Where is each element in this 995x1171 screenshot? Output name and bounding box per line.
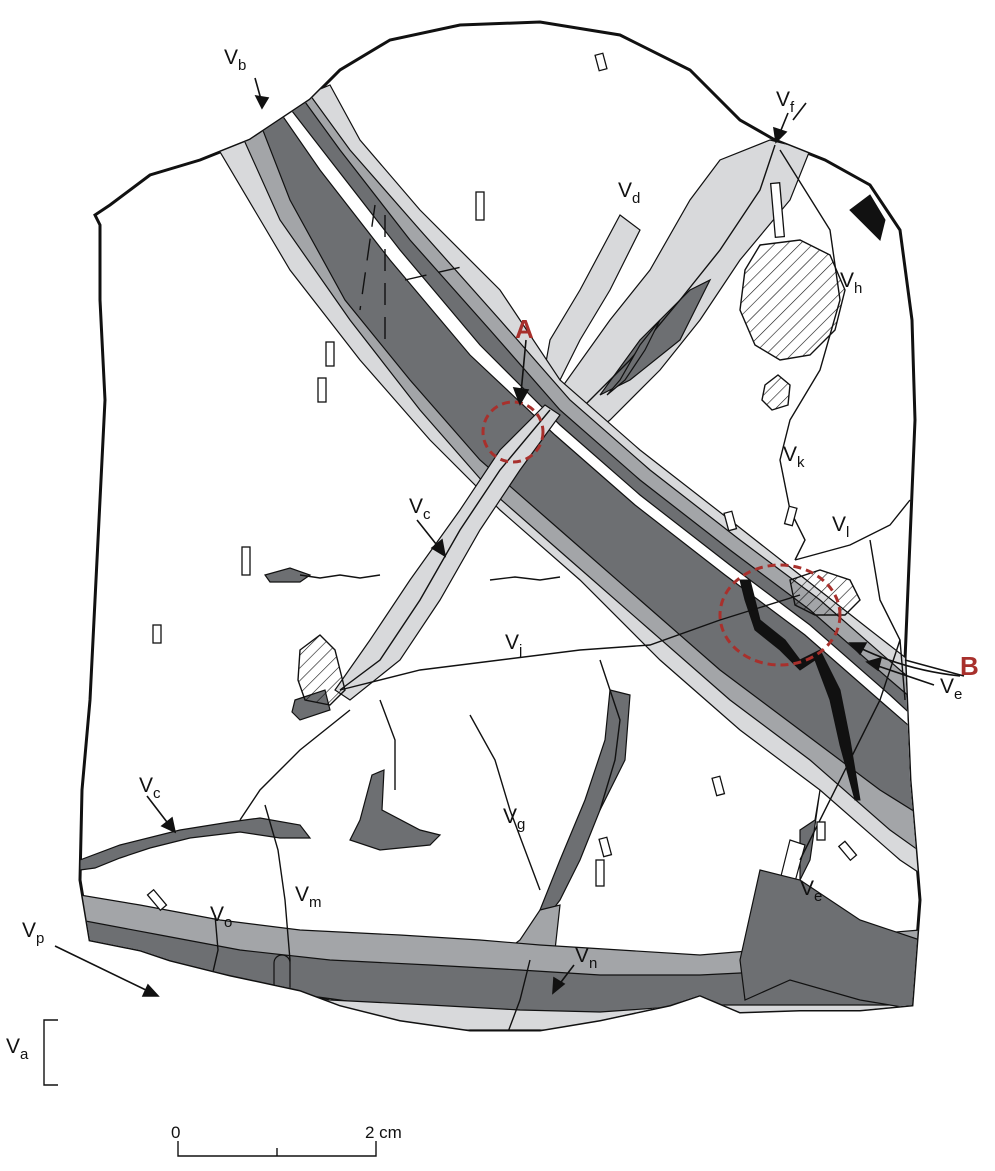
svg-text:Va: Va: [6, 1035, 29, 1063]
svg-text:Ve: Ve: [940, 675, 962, 703]
svg-text:Vf: Vf: [776, 88, 795, 116]
crystal-5: [318, 378, 326, 402]
crystal-6: [242, 547, 250, 575]
crystal-4: [326, 342, 334, 366]
vein-va-black-1: [210, 1032, 380, 1050]
label-vp: Vp: [22, 919, 44, 947]
vein-va-black-2: [430, 1058, 540, 1070]
marker-b-label: B: [960, 651, 979, 681]
svg-text:Vp: Vp: [22, 919, 44, 947]
vein-va-black-3: [460, 1080, 610, 1092]
crystal-7: [153, 625, 161, 643]
label-vf: Vf: [776, 88, 795, 116]
label-ve-upper: Ve: [940, 675, 962, 703]
scale-start: 0: [171, 1123, 180, 1142]
scale-end: 2 cm: [365, 1123, 402, 1142]
crystal-11: [817, 822, 825, 840]
svg-text:Vb: Vb: [224, 46, 246, 74]
crystal-16: [177, 982, 191, 1004]
label-va: Va: [6, 1035, 29, 1063]
vein-va-dotted-layer: [140, 1028, 700, 1090]
marker-a-label: A: [515, 314, 534, 344]
dark-pebble: [274, 955, 290, 995]
crystal-13: [596, 860, 604, 886]
va-bracket: [44, 1020, 58, 1085]
scale-bar: 0 2 cm: [171, 1123, 402, 1156]
label-vb: Vb: [224, 46, 246, 74]
crystal-2: [476, 192, 484, 220]
